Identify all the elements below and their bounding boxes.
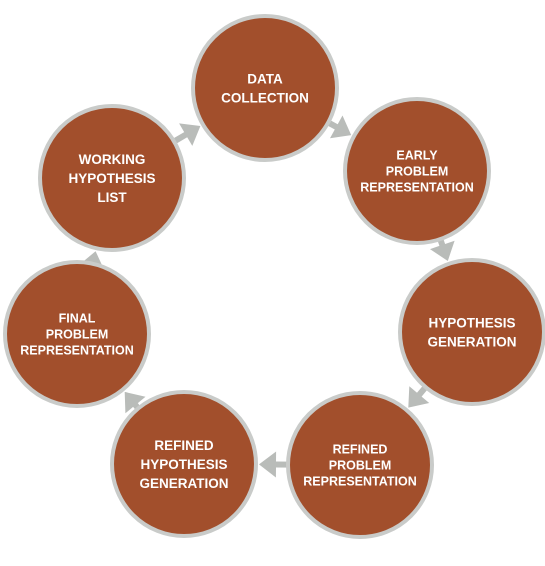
node-refined-problem-representation: REFINED PROBLEM REPRESENTATION xyxy=(286,391,434,539)
arrow-refined-problem-representation-to-refined-hypothesis-generation xyxy=(259,451,290,478)
node-label-line: REFINED xyxy=(154,438,214,453)
node-label-line: GENERATION xyxy=(139,476,228,491)
node-label-line: PROBLEM xyxy=(46,328,109,342)
arrow-hypothesis-generation-to-refined-problem-representation xyxy=(408,383,430,408)
node-data-collection: DATA COLLECTION xyxy=(191,14,339,162)
node-label-line: REPRESENTATION xyxy=(303,475,416,489)
node-label-line: REFINED xyxy=(333,443,388,457)
node-label-line: HYPOTHESIS xyxy=(140,457,227,472)
node-circle xyxy=(3,260,151,408)
node-final-problem-representation: FINAL PROBLEM REPRESENTATION xyxy=(3,260,151,408)
node-circle xyxy=(110,390,258,538)
node-label-line: REPRESENTATION xyxy=(20,344,133,358)
node-early-problem-representation: EARLY PROBLEM REPRESENTATION xyxy=(343,97,491,245)
arrow-early-problem-representation-to-hypothesis-generation xyxy=(430,236,455,261)
node-circle xyxy=(38,104,186,252)
node-label-line: COLLECTION xyxy=(221,90,309,105)
node-label-line: DATA xyxy=(247,71,283,86)
node-label-line: EARLY xyxy=(396,149,438,163)
node-circle xyxy=(398,258,545,406)
arrow-working-hypothesis-list-to-data-collection xyxy=(170,123,201,146)
node-circle xyxy=(343,97,491,245)
node-label-line: PROBLEM xyxy=(386,165,449,179)
node-label-line: REPRESENTATION xyxy=(360,181,473,195)
node-label-line: PROBLEM xyxy=(329,459,392,473)
arrow-data-collection-to-early-problem-representation xyxy=(325,115,352,139)
node-label-line: GENERATION xyxy=(427,334,516,349)
node-label-line: FINAL xyxy=(59,312,96,326)
node-circle xyxy=(191,14,339,162)
node-label-line: WORKING xyxy=(79,152,146,167)
node-hypothesis-generation: HYPOTHESIS GENERATION xyxy=(398,258,545,406)
node-label-line: HYPOTHESIS xyxy=(428,315,515,330)
node-circle xyxy=(286,391,434,539)
node-working-hypothesis-list: WORKING HYPOTHESIS LIST xyxy=(38,104,186,252)
node-label-line: LIST xyxy=(97,190,127,205)
node-refined-hypothesis-generation: REFINED HYPOTHESIS GENERATION xyxy=(110,390,258,538)
node-label-line: HYPOTHESIS xyxy=(68,171,155,186)
